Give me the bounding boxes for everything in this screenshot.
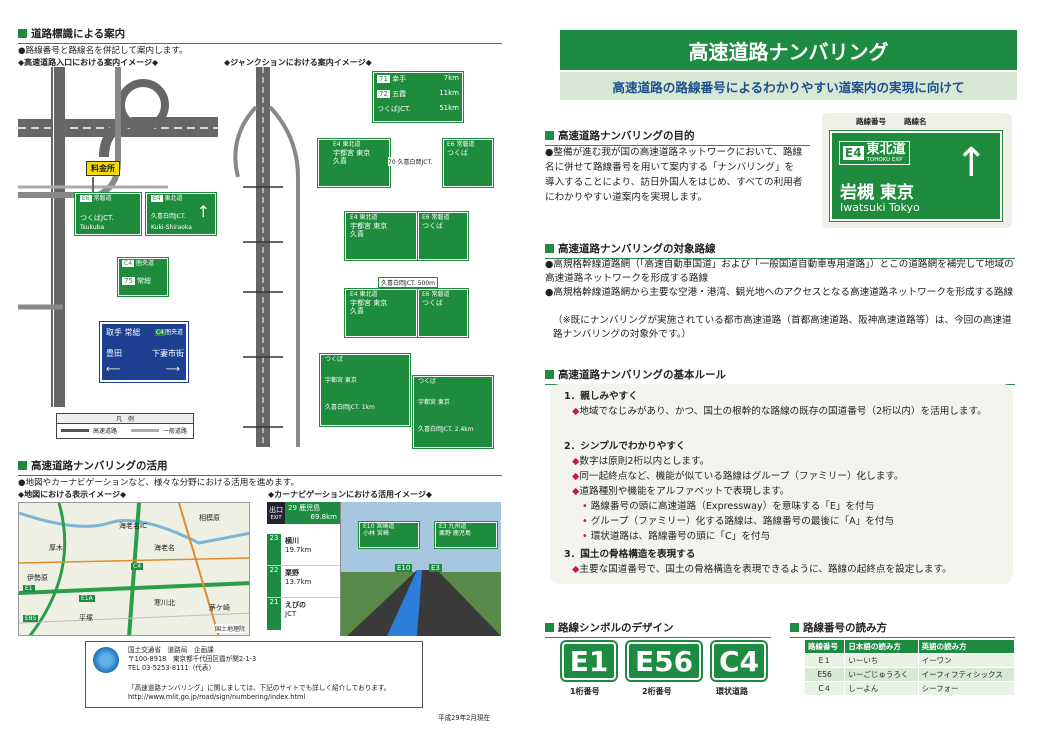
mlit-logo [93,647,119,673]
text-purpose: ●整備が進む我が国の高速道路ネットワークにおいて、路線名に併せて路線番号を用いて… [545,147,803,203]
map-route-label: C4 [131,563,144,570]
footer-box: 国土交通省 道路局 企画課 〒100-8918 東京都千代田区霞が関2-1-3 … [85,641,423,708]
jct-diagram-sign-1: つくば宇都宮 東京久喜白岡JCT. 1km [319,353,411,427]
section-title-reading: 路線番号の読み方 [790,620,1015,638]
label-route-name: 路線名 [904,117,927,126]
nav-sign-left: E10 宮崎道小林 宮崎 [358,521,420,549]
caption-e1: 1桁番号 [570,687,600,696]
text-target-1: ●高規格幹線道路網（「高速自動車国道」および「一般国道自動車専用道路」）とこの道… [545,259,1014,284]
map-label: 厚木 [49,544,63,552]
arrow-up-icon: ↑ [954,140,988,186]
subtitle-entry-image: ◆高速道路入口における案内イメージ◆ [18,58,159,67]
map-image: 海老名IC 相模原 厚木 伊勢原 海老名 寒川北 平塚 茅ケ崎 E1 C4 E8… [18,502,250,636]
blue-guide-sign: 取手 常総 C4圏央道 豊田 下妻市街 ⟵ ⟶ [99,321,189,383]
section-title-rules: 高速道路ナンバリングの基本ルール [545,367,1015,385]
nav-road-e3: E3 [429,564,442,572]
section-title-usage: 高速道路ナンバリングの活用 [18,458,502,476]
jct-diagram-sign-2: つくば宇都宮 東京久喜白岡JCT. 2.4km [412,375,494,449]
map-label: 平塚 [79,614,93,622]
jct-road-illustration [233,67,300,447]
subtitle-map-image: ◆地図における表示イメージ◆ [18,490,127,499]
entry-sign-tohoku: E4 東北道 久喜白岡JCT. Kuki-Shiraoka ↑ [145,192,217,236]
section-title-symbol: 路線シンボルのデザイン [545,620,771,638]
label-route-number: 路線番号 [856,117,886,126]
nav-sign-right: E3 九州道栗野 鹿児島 [434,521,498,549]
arrow-up-icon: ↑ [196,202,210,221]
footer-url-link[interactable]: http://www.mlit.go.jp/road/sign/numberin… [128,693,306,701]
rule-2-heading: 2．シンプルでわかりやすく [564,441,686,452]
map-label: 相模原 [199,514,220,522]
map-label: 茅ケ崎 [209,604,230,612]
jct-label-70: 70 久喜白岡JCT. [388,157,433,166]
map-label: 海老名IC [119,522,147,530]
map-label: 海老名 [154,544,175,552]
text-target-2: ●高規格幹線道路網から主要な空港・港湾、観光地へのアクセスとなる高速道路ネットワ… [545,287,1014,298]
nav-road-e10: E10 [395,564,413,572]
jct-label-500m: 久喜白岡JCT. 500m [378,277,439,288]
entry-sign-joban: E6 常磐道 つくばJCT. Tsukuba [74,192,142,236]
jct-sign-1a: E4 東北道宇都宮 東京久喜 [317,138,391,188]
jct-sign-2a: E4 東北道宇都宮 東京久喜 [344,211,418,261]
map-route-label: E85 [23,615,39,622]
symbol-c4: C4 [710,640,768,682]
jct-sign-3b: E6 常磐道つくば [417,288,469,338]
rules-panel: 1．親しみやすく ◆地域でなじみがあり、かつ、国土の根幹的な路線の既存の国道番号… [550,384,1013,584]
caption-c4: 環状道路 [716,687,748,696]
date-label: 平成29年2月現在 [438,714,491,722]
toll-gate-label: 料金所 [86,161,120,176]
symbol-e56: E56 [625,640,703,682]
jct-sign-1b: E6 常磐道つくば [442,138,494,188]
entry-sign-kenou: C4 圏央道 75 常総 [117,257,169,297]
legend: 凡 例 高速道路一般道路 [56,413,194,439]
subtitle-nav-image: ◆カーナビゲーションにおける活用イメージ◆ [268,490,432,499]
map-credit: 国土地理院 [214,624,245,633]
road-map-illustration [18,67,218,407]
text-usage: ●地図やカーナビゲーションなど、様々な分野における活用を進めます。 [18,478,300,488]
caption-e56: 2桁番号 [642,687,672,696]
map-route-label: E1A [79,595,95,602]
jct-sign-2b: E6 常磐道つくば [417,211,469,261]
rule-3-heading: 3．国土の骨格構造を表現する [564,549,696,560]
map-label: 伊勢原 [27,574,48,582]
section-title-purpose: 高速道路ナンバリングの目的 [545,128,810,146]
entry-diagram: 料金所 E6 常磐道 つくばJCT. Tsukuba E4 東北道 久喜白岡JC… [18,67,218,442]
section-title-target: 高速道路ナンバリングの対象路線 [545,241,1015,259]
banner-subtitle: 高速道路の路線番号によるわかりやすい道案内の実現に向けて [560,72,1017,102]
text-road-signs: ●路線番号と路線名を併記して案内します。 [18,46,188,56]
rule-1-heading: 1．親しみやすく [564,391,638,402]
text-target-3: （※既にナンバリングが実施されている都市高速道路（首都高速道路、阪神高速道路等）… [553,315,1012,340]
jct-sign-3a: E4 東北道宇都宮 東京久喜 [344,288,418,338]
map-label: 寒川北 [154,599,175,607]
section-title-road-signs: 道路標識による案内 [18,26,502,44]
map-route-label: E1 [23,585,35,592]
symbol-e1: E1 [560,640,618,682]
banner-title: 高速道路ナンバリング [560,30,1017,70]
subtitle-jct-image: ◆ジャンクションにおける案内イメージ◆ [224,58,372,67]
